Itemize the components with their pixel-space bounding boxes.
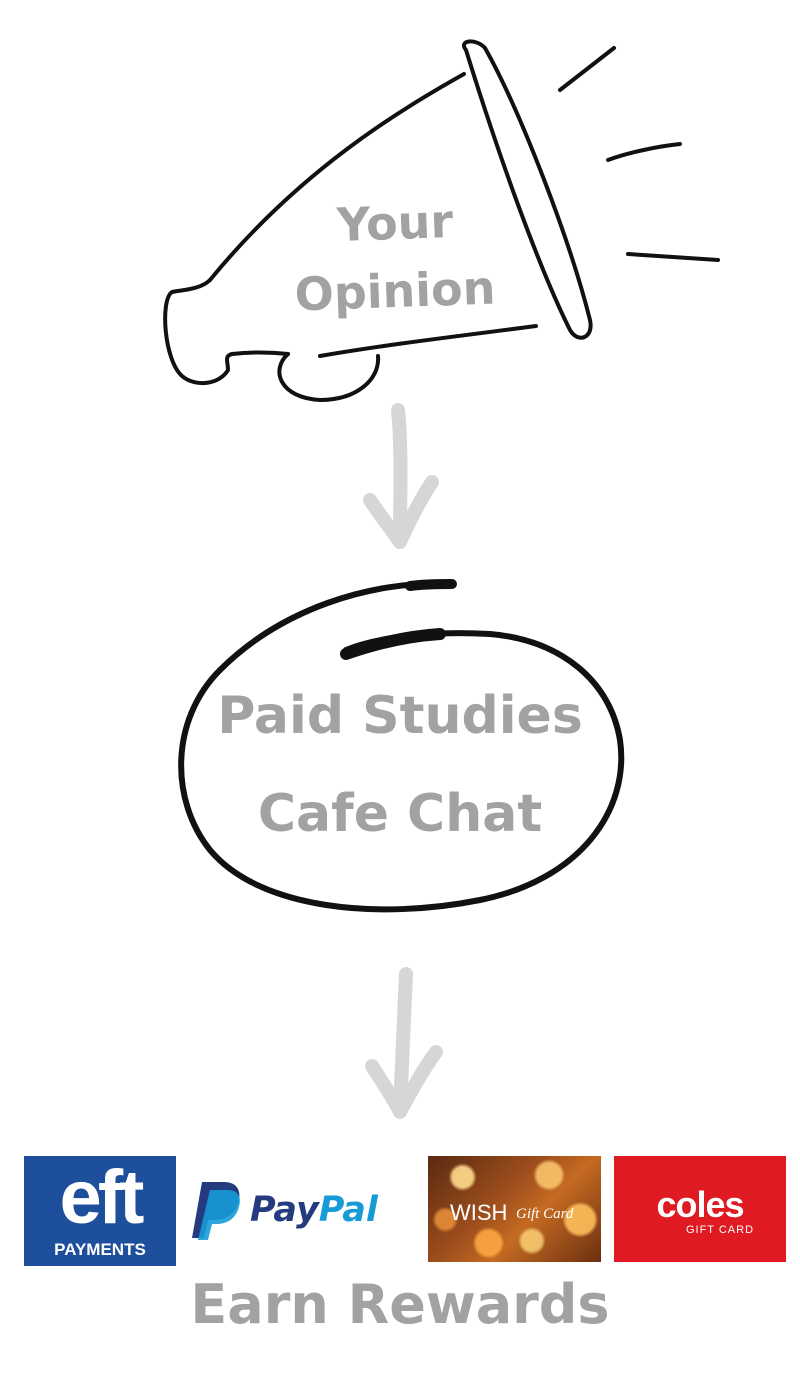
circle-text-line2: Cafe Chat — [257, 784, 543, 844]
oval-circle-icon — [178, 579, 625, 913]
paypal-p-icon — [192, 1182, 240, 1240]
wish-logo-main: WISH — [450, 1200, 508, 1225]
wish-gift-card-logo: WISH Gift Card — [428, 1156, 601, 1262]
eft-payments-logo: eft PAYMENTS — [24, 1156, 176, 1266]
paypal-word-pay: Pay — [250, 1190, 319, 1230]
circle-text-line1: Paid Studies — [217, 686, 583, 746]
paypal-word-pal: Pal — [318, 1190, 378, 1230]
coles-logo-sub: GIFT CARD — [685, 1224, 755, 1236]
paypal-logo: PayPal — [186, 1156, 406, 1266]
eft-logo-sub: PAYMENTS — [54, 1240, 146, 1259]
eft-logo-main: eft — [59, 1156, 145, 1240]
megaphone-icon — [163, 39, 720, 402]
down-arrow-icon — [363, 403, 439, 549]
earn-rewards-title: Earn Rewards — [190, 1273, 610, 1336]
wish-logo-sub: Gift Card — [516, 1206, 574, 1222]
coles-gift-card-logo: coles GIFT CARD — [614, 1156, 786, 1262]
down-arrow-icon-2 — [365, 967, 443, 1119]
coles-logo-main: coles — [656, 1184, 744, 1225]
